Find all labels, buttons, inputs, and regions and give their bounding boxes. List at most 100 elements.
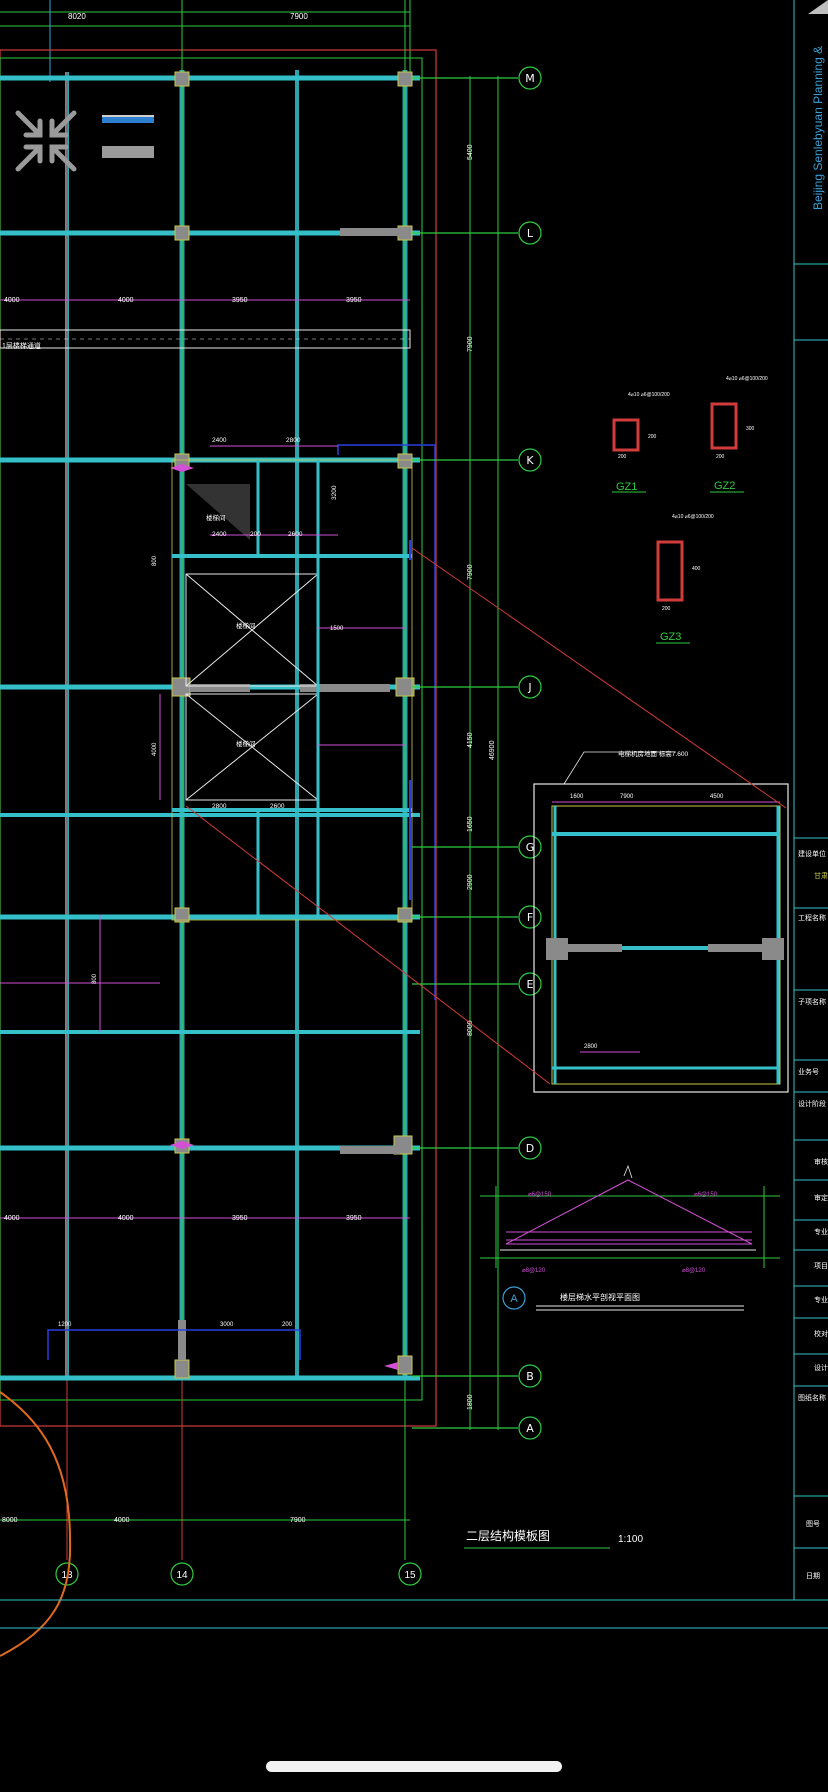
small-dim-5: 3000 xyxy=(220,1322,234,1328)
gz2-w: 200 xyxy=(716,454,725,460)
row-label-A: A xyxy=(526,1422,534,1435)
section-title: 楼层梯水平剖视平面图 xyxy=(560,1292,640,1302)
row-dim-lower-3: 3950 xyxy=(232,1215,248,1222)
column-details: 4⌀10 ⌀6@100/200 200 200 GZ1 4⌀10 ⌀6@100/… xyxy=(612,376,768,644)
section-note-4: ⌀8@120 xyxy=(682,1268,706,1274)
detail-plan: 电梯机房地面 标高7.600 1600 7900 4500 2800 xyxy=(533,749,789,1093)
small-dim-7: 200 xyxy=(282,1322,293,1328)
row-dim-lower-4: 3950 xyxy=(346,1215,362,1222)
stair-label-2: 楼梯间 xyxy=(236,621,256,630)
right-dim-8: 1800 xyxy=(467,1394,474,1410)
gz1-bars: 4⌀10 ⌀6@100/200 xyxy=(628,392,670,398)
title-block-company: Beijing Senlebyuan Planning & xyxy=(811,46,825,210)
right-dim-2: 7900 xyxy=(467,336,474,352)
core-dim-8: 2600 xyxy=(270,803,285,810)
title-block-field-14: 图号 xyxy=(806,1520,820,1528)
row-dim-lower-1: 4000 xyxy=(4,1215,20,1222)
gz3-bars: 4⌀10 ⌀6@100/200 xyxy=(672,514,714,520)
title-block-field-8: 专业 xyxy=(814,1227,828,1236)
core-dim-2: 2800 xyxy=(286,437,301,444)
core-dim-7: 2800 xyxy=(212,803,227,810)
side-label: 1层楼梯通道 xyxy=(2,341,41,350)
title-block-field-1: 建设单位 xyxy=(798,849,826,858)
title-block-field-11: 校对 xyxy=(814,1329,828,1338)
title-block-field-2: 工程名称 xyxy=(798,913,826,922)
right-dimension-chain: 5400 7900 7900 4150 1650 2900 8000 1800 … xyxy=(467,76,499,1430)
compress-arrows-icon[interactable] xyxy=(15,110,77,172)
core-dim-3: 3200 xyxy=(331,485,338,500)
gz3-h: 400 xyxy=(692,566,701,572)
detail-plan-label: 电梯机房地面 标高7.600 xyxy=(618,749,688,758)
title-block: Beijing Senlebyuan Planning & 甘肃 建设单位 工程… xyxy=(793,0,828,1600)
layer-bars-icon[interactable] xyxy=(102,115,154,158)
bottom-dim-3: 7900 xyxy=(290,1517,306,1524)
section-note-3: ⌀8@120 xyxy=(522,1268,546,1274)
right-dim-1: 5400 xyxy=(467,144,474,160)
row-label-K: K xyxy=(526,454,534,467)
north-arrow-icon xyxy=(808,0,828,14)
top-dim-1: 8020 xyxy=(68,12,86,21)
top-dimension-strip: 8020 7900 xyxy=(0,0,411,82)
section-marker: A xyxy=(510,1293,518,1305)
bottom-dim-1: 8000 xyxy=(2,1517,18,1524)
annotation-stroke xyxy=(0,1391,72,1657)
home-indicator[interactable] xyxy=(266,1761,562,1772)
grid-row-labels: M L K J G F E D B A xyxy=(525,72,535,1435)
row-dim-upper-4: 3950 xyxy=(346,297,362,304)
gz2-h: 300 xyxy=(746,426,755,432)
gz3-name: GZ3 xyxy=(660,631,681,643)
row-label-G: G xyxy=(526,841,535,854)
row-label-D: D xyxy=(526,1142,534,1155)
gz1-name: GZ1 xyxy=(616,481,637,493)
detail-plan-dim-4: 2800 xyxy=(584,1044,598,1050)
small-dim-3: 4000 xyxy=(152,742,158,756)
detail-plan-dim-1: 1600 xyxy=(570,794,584,800)
title-block-field-7: 审定 xyxy=(814,1193,828,1202)
right-dim-5: 1650 xyxy=(467,816,474,832)
row-label-F: F xyxy=(527,911,533,924)
section-detail: ⌀6@150 ⌀6@150 ⌀8@120 ⌀8@120 A 楼层梯水平剖视平面图 xyxy=(480,1164,780,1311)
title-block-field-13: 图纸名称 xyxy=(798,1393,826,1402)
title-block-field-15: 日期 xyxy=(806,1572,820,1580)
viewer-toolbar xyxy=(15,110,154,172)
top-dim-2: 7900 xyxy=(290,12,308,21)
right-dim-3: 7900 xyxy=(467,564,474,580)
small-dim-2: 1500 xyxy=(330,626,344,632)
gz1-h: 200 xyxy=(648,434,657,440)
title-block-value: 甘肃 xyxy=(814,871,828,880)
drawing-green-frame xyxy=(0,57,423,1401)
grid-col-bubbles xyxy=(55,1562,422,1586)
row-dim-lower-2: 4000 xyxy=(118,1215,134,1222)
section-note-1: ⌀6@150 xyxy=(528,1192,552,1198)
row-dim-upper-3: 3950 xyxy=(232,297,248,304)
row-dim-upper-1: 4000 xyxy=(4,297,20,304)
title-block-field-5: 设计阶段 xyxy=(798,1099,826,1108)
bottom-dimension-strip: 8000 4000 7900 xyxy=(0,1517,410,1524)
core-dim-4: 2400 xyxy=(212,531,227,538)
grid-col-labels: 13 14 15 xyxy=(61,1570,416,1581)
row-label-L: L xyxy=(527,227,534,240)
title-block-field-4: 业务号 xyxy=(798,1067,819,1076)
leader-line-1 xyxy=(411,547,787,809)
row-label-B: B xyxy=(526,1370,534,1383)
title-block-field-6: 审核 xyxy=(814,1157,828,1166)
right-dim-4: 4150 xyxy=(467,732,474,748)
gz1-w: 200 xyxy=(618,454,627,460)
right-dim-6: 2900 xyxy=(467,874,474,890)
stair-label-3: 楼梯间 xyxy=(236,739,256,748)
small-dim-1: 800 xyxy=(152,555,158,566)
title-block-field-9: 项目 xyxy=(814,1262,828,1270)
col-label-14: 14 xyxy=(176,1570,188,1581)
leader-line-2 xyxy=(185,805,551,1085)
row-dim-upper-2: 4000 xyxy=(118,297,134,304)
row-label-M: M xyxy=(525,72,535,85)
row-label-J: J xyxy=(527,681,531,694)
row-label-E: E xyxy=(527,978,534,991)
drawing-red-frame xyxy=(0,49,437,1427)
right-dim-7: 8000 xyxy=(467,1020,474,1036)
drawing-scale: 1:100 xyxy=(618,1534,643,1545)
title-block-field-3: 子项名称 xyxy=(798,997,826,1006)
core-dim-1: 2400 xyxy=(212,437,227,444)
gz2-bars: 4⌀10 ⌀6@100/200 xyxy=(726,376,768,382)
